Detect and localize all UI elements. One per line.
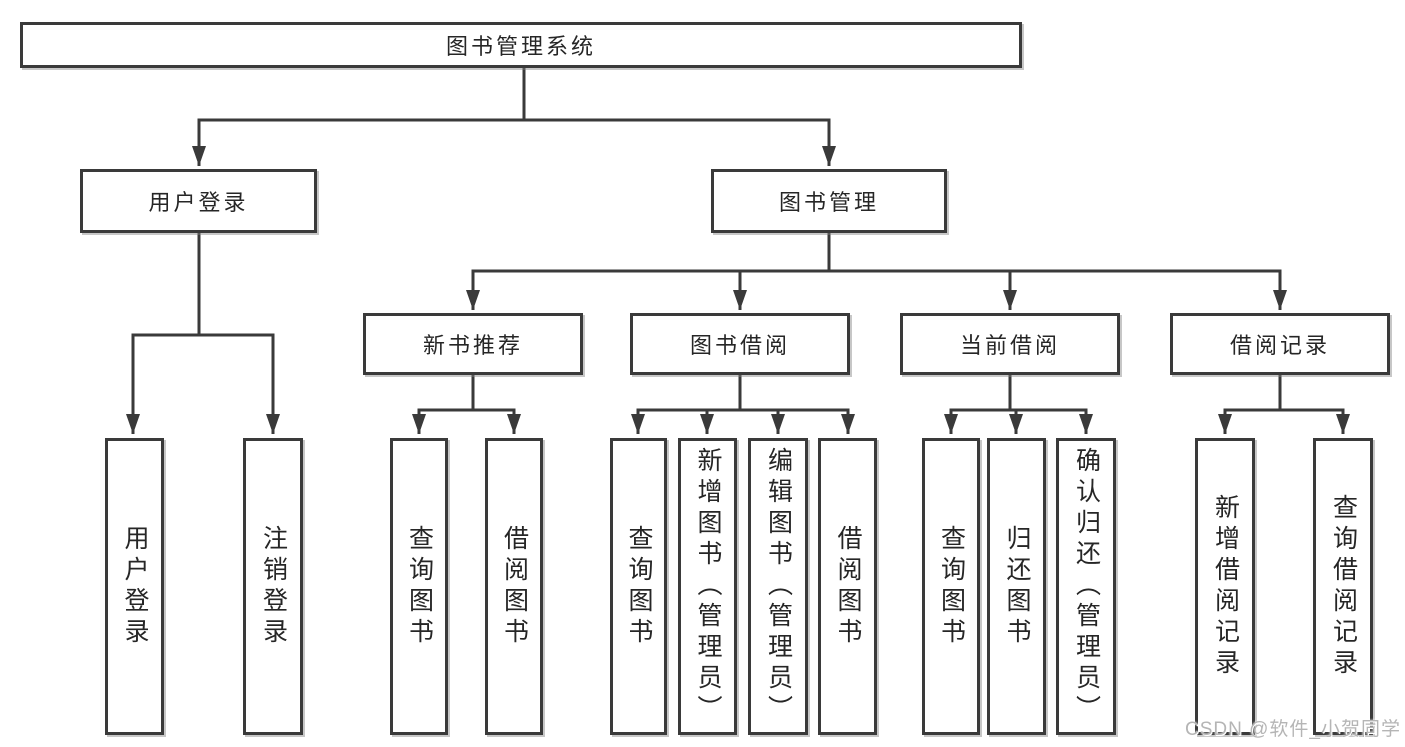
leaf-label: 归还图书 [1003,524,1031,649]
leaf-borrow-books-newbooks: 借阅图书 [485,438,543,735]
node-user-login: 用户登录 [80,169,317,233]
leaf-label: 注销登录 [259,524,288,649]
leaf-user-login: 用户登录 [105,438,164,735]
leaf-label: 查询图书 [937,524,966,649]
leaf-borrow-books-borrowing: 借阅图书 [818,438,877,735]
leaf-label: 查询图书 [625,524,653,649]
leaf-query-borrow-record: 查询借阅记录 [1313,438,1373,735]
node-book-management: 图书管理 [711,169,947,233]
leaf-label: 借阅图书 [500,524,529,649]
leaf-label: 编辑图书（管理员） [764,447,793,726]
leaf-label: 查询借阅记录 [1329,493,1358,680]
node-current-borrowing: 当前借阅 [900,313,1120,375]
leaf-edit-book-admin: 编辑图书（管理员） [748,438,808,735]
leaf-label: 查询图书 [405,524,434,649]
leaf-return-book: 归还图书 [987,438,1046,735]
leaf-label: 用户登录 [121,524,149,649]
leaf-confirm-return-admin: 确认归还（管理员） [1056,438,1116,735]
leaf-add-book-admin: 新增图书（管理员） [678,438,737,735]
leaf-query-books-current: 查询图书 [922,438,980,735]
leaf-logout: 注销登录 [243,438,303,735]
leaf-label: 借阅图书 [834,524,862,649]
node-library-system: 图书管理系统 [20,22,1022,68]
leaf-label: 新增图书（管理员） [694,447,722,726]
leaf-label: 确认归还（管理员） [1072,447,1101,726]
node-book-borrowing: 图书借阅 [630,313,850,375]
csdn-watermark: CSDN @软件_小贺同学 [1185,719,1401,740]
leaf-query-books-borrowing: 查询图书 [610,438,667,735]
leaf-query-books-newbooks: 查询图书 [390,438,448,735]
leaf-add-borrow-record: 新增借阅记录 [1195,438,1255,735]
leaf-label: 新增借阅记录 [1211,493,1240,680]
node-borrow-records: 借阅记录 [1170,313,1390,375]
node-new-book-recommend: 新书推荐 [363,313,583,375]
